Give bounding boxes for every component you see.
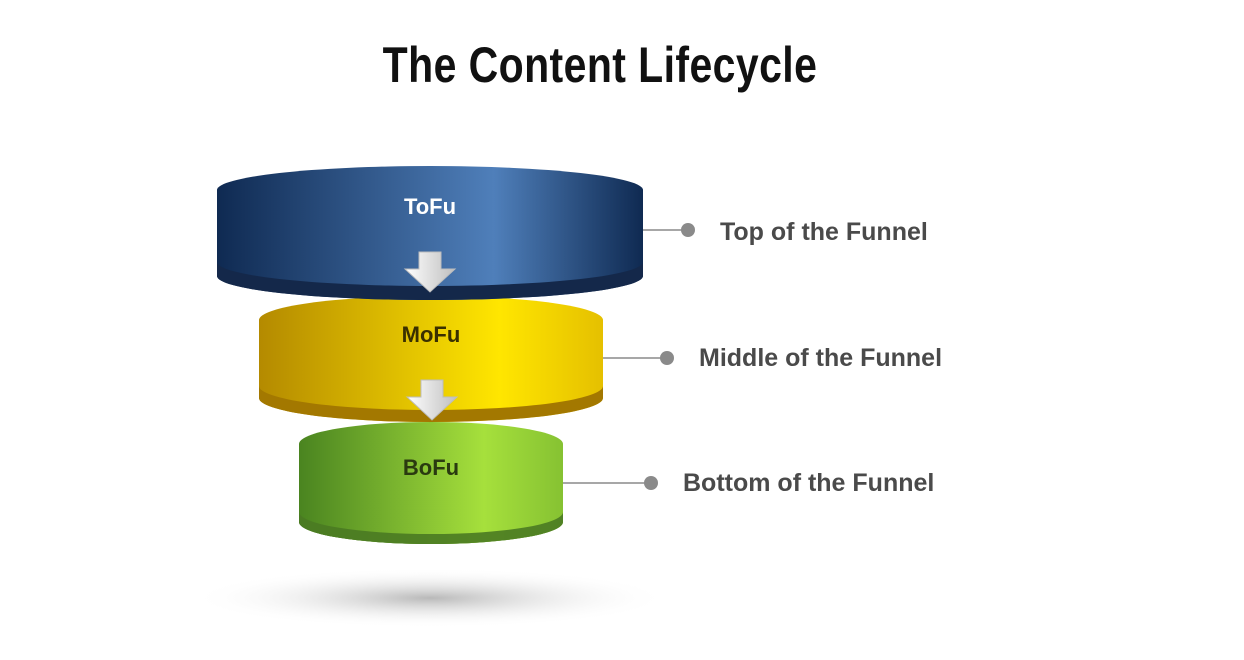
description-mofu: Middle of the Funnel [699,344,942,372]
stage-mofu [259,296,603,422]
stage-bofu [299,422,563,544]
stage-label-mofu: MoFu [402,322,461,347]
funnel-shadow [190,568,670,628]
down-arrow-icon [403,251,457,293]
description-bofu: Bottom of the Funnel [683,469,934,497]
stage-label-tofu: ToFu [404,194,456,219]
down-arrow-icon [405,379,459,421]
description-tofu: Top of the Funnel [720,218,928,246]
page-title: The Content Lifecycle [382,37,818,93]
stage-label-bofu: BoFu [403,455,459,480]
connector-bofu [563,476,658,490]
stage-tofu [217,166,643,300]
connector-mofu [603,351,674,365]
connector-tofu [643,223,695,237]
